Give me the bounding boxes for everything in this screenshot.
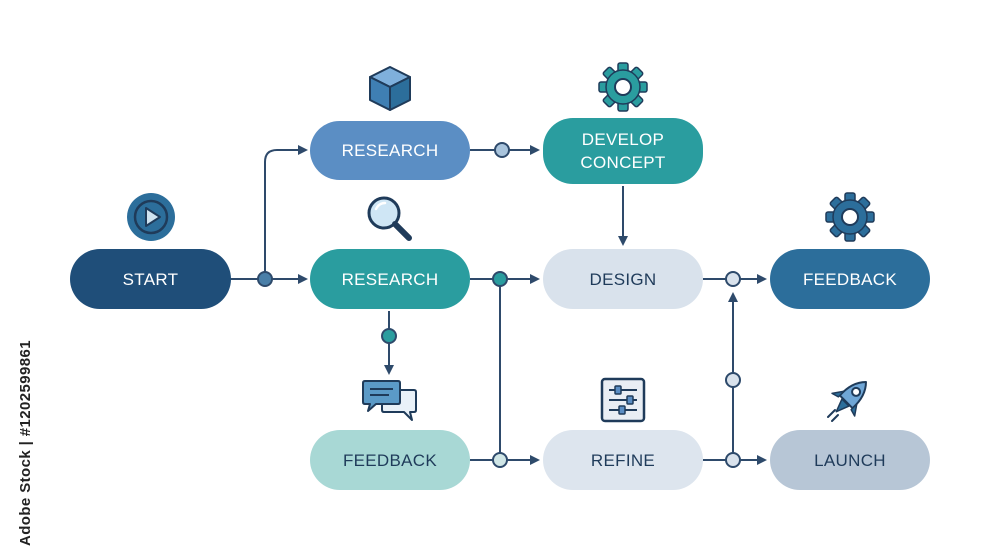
junction-dot xyxy=(492,452,508,468)
design-node[interactable]: DESIGN xyxy=(543,249,703,309)
junction-dot xyxy=(725,452,741,468)
cube-icon xyxy=(369,66,411,111)
feedback-right-node[interactable]: FEEDBACK xyxy=(770,249,930,309)
junction-dot xyxy=(257,271,273,287)
rocket-icon xyxy=(827,381,867,422)
stock-watermark: Adobe Stock | #1202599861 xyxy=(2,300,34,560)
sliders-icon xyxy=(600,377,646,423)
magnifier-icon xyxy=(367,196,412,241)
junction-dot xyxy=(725,271,741,287)
develop-concept-node[interactable]: DEVELOP CONCEPT xyxy=(543,118,703,184)
research-top-node[interactable]: RESEARCH xyxy=(310,121,470,180)
junction-dot xyxy=(494,142,510,158)
connector-start-research-top xyxy=(264,145,308,279)
chat-bubbles-icon xyxy=(362,380,417,421)
gear-icon xyxy=(825,192,875,242)
launch-node[interactable]: LAUNCH xyxy=(770,430,930,490)
refine-node[interactable]: REFINE xyxy=(543,430,703,490)
start-node[interactable]: START xyxy=(70,249,231,309)
junction-dot xyxy=(381,328,397,344)
feedback-bottom-node[interactable]: FEEDBACK xyxy=(310,430,470,490)
junction-dot xyxy=(725,372,741,388)
research-mid-node[interactable]: RESEARCH xyxy=(310,249,470,309)
junction-dot xyxy=(492,271,508,287)
gear-icon xyxy=(598,62,648,112)
watermark-text: Adobe Stock | #1202599861 xyxy=(17,340,34,546)
play-icon xyxy=(127,193,175,241)
